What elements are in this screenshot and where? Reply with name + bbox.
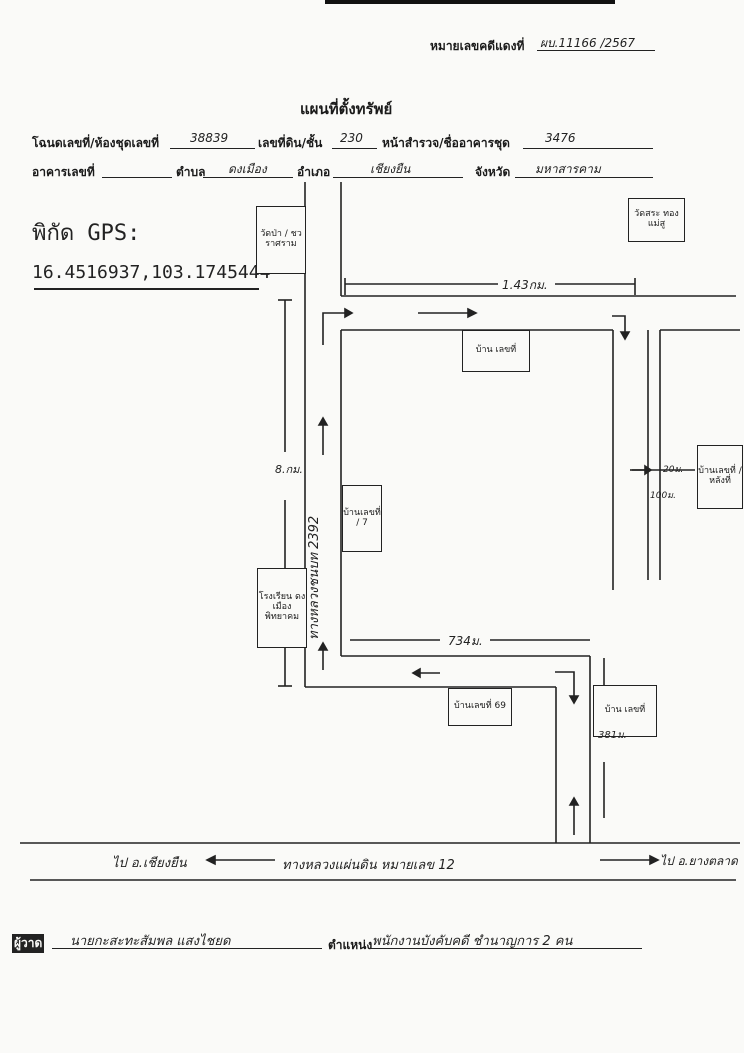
temple-top-right-box: วัดสระ ทองแม่สู	[628, 198, 685, 242]
deed-underline	[170, 148, 255, 149]
district-underline	[333, 177, 463, 178]
highway-label: ทางหลวงแผ่นดิน หมายเลข 12	[282, 858, 455, 873]
subdistrict-label: ตำบล	[176, 165, 206, 179]
position-value: พนักงานบังคับคดี ชำนาญการ 2 คน	[372, 934, 573, 949]
distance-right-label: 381ม.	[598, 730, 627, 741]
subdistrict-underline	[203, 177, 293, 178]
survey-label: หน้าสำรวจ/ชื่ออาคารชุด	[382, 136, 510, 150]
land-no-label: เลขที่ดิน/ชั้น	[258, 136, 323, 150]
building-label: อาคารเลขที่	[32, 165, 95, 179]
province-value: มหาสารคาม	[535, 162, 601, 176]
school-box: โรงเรียน ดงเมืองพิทยาคม	[257, 568, 307, 648]
scan-edge-bar	[325, 0, 615, 4]
temple-mid-box: บ้านเลขที่ / หลังที่	[697, 445, 743, 509]
distance-vertical-label: 8.กม.	[275, 463, 303, 476]
drawer-label: ผู้วาด	[12, 934, 45, 953]
case-number-label: หมายเลขคดีแดงที่	[430, 39, 525, 53]
building-underline	[102, 177, 172, 178]
direction-left-label: ไป อ.เชียงยืน	[112, 856, 187, 871]
land-no-value: 230	[340, 131, 363, 145]
land-no-underline	[332, 148, 377, 149]
province-label: จังหวัด	[475, 165, 511, 179]
district-value: เชียงยืน	[370, 162, 411, 176]
deed-label: โฉนดเลขที่/ห้องชุดเลขที่	[32, 136, 160, 150]
survey-value: 3476	[545, 131, 576, 145]
gps-value: 16.4516937,103.1745444	[32, 262, 271, 283]
house-a-box: บ้าน เลขที่	[462, 330, 530, 372]
distance-small-a: 20ม.	[663, 465, 684, 475]
page-title: แผนที่ตั้งทรัพย์	[300, 100, 393, 118]
position-underline	[370, 948, 642, 949]
house-d-box: บ้าน เลขที่	[593, 685, 657, 737]
direction-right-label: ไป อ.ยางตลาด	[660, 854, 738, 868]
distance-middle-label: 734ม.	[448, 634, 483, 648]
province-underline	[515, 177, 653, 178]
deed-value: 38839	[190, 131, 229, 145]
gps-underline	[34, 288, 259, 290]
drawer-value: นายกะสะทะสัมพล แสงไชยด	[70, 934, 231, 949]
temple-top-left-box: วัดป่า / ชวราศราม	[256, 206, 306, 274]
main-road-label: ทางหลวงชนบท 2392	[307, 515, 322, 640]
gps-label: พิกัด GPS:	[32, 221, 141, 246]
distance-small-b: 100ม.	[650, 491, 676, 501]
survey-underline	[523, 148, 653, 149]
house-c-box: บ้านเลขที่ 69	[448, 688, 512, 726]
case-number-underline	[537, 50, 655, 51]
case-number-value: ผบ.11166 /2567	[540, 36, 636, 50]
drawer-underline	[52, 948, 322, 949]
position-label: ตำแหน่ง	[328, 938, 373, 952]
district-label: อำเภอ	[297, 165, 331, 179]
house-b-box: บ้านเลขที่ / 7	[342, 485, 382, 552]
distance-top-label: 1.43กม.	[502, 278, 548, 292]
subdistrict-value: ดงเมือง	[228, 162, 267, 176]
